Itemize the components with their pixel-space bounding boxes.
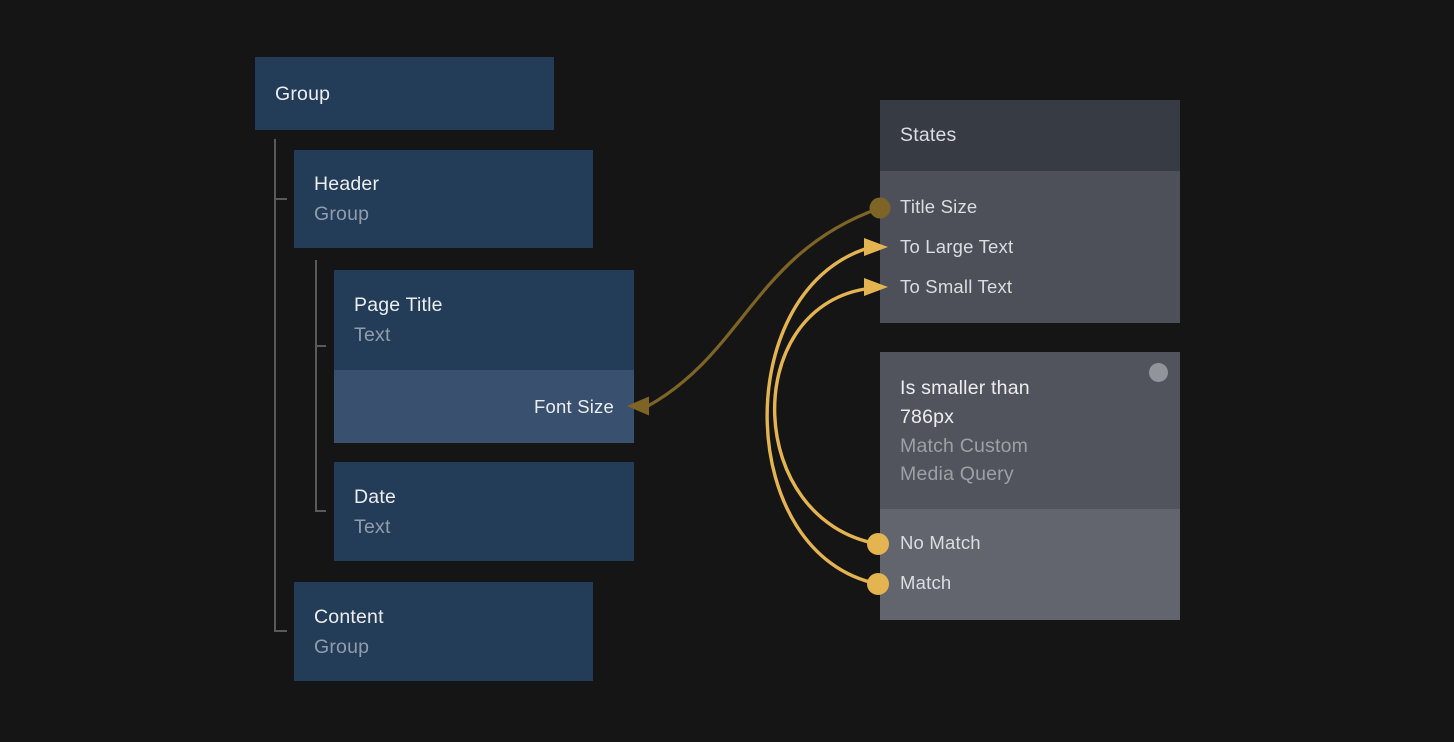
states-panel-body: Title Size To Large Text To Small Text — [880, 171, 1180, 323]
state-item-to-large-text[interactable]: To Large Text — [900, 236, 1014, 257]
output-item-no-match[interactable]: No Match — [900, 532, 981, 553]
layer-type-label: Text — [354, 324, 391, 346]
tree-connector-line — [274, 139, 276, 631]
layer-type-label: Group — [314, 635, 370, 658]
state-item-title-size[interactable]: Title Size — [900, 196, 978, 217]
output-item-match[interactable]: Match — [900, 572, 952, 593]
connection-port-dot[interactable] — [1148, 362, 1168, 382]
media-query-title-line: 786px — [900, 406, 955, 428]
layer-node-group[interactable]: Group — [255, 57, 554, 130]
layer-node-content[interactable]: Content Group — [294, 582, 593, 681]
layer-node-header[interactable]: Header Group — [294, 150, 593, 248]
media-query-outputs: No Match Match — [880, 509, 1180, 620]
states-panel: States Title Size To Large Text To Small… — [880, 100, 1180, 323]
tree-connector-line — [315, 260, 317, 511]
layer-node-date[interactable]: Date Text — [334, 462, 634, 561]
property-row-font-size[interactable]: Font Size — [334, 370, 634, 443]
tree-connector-tick — [274, 630, 287, 632]
wire-title-size-to-font-size — [647, 206, 881, 408]
layer-type-label: Group — [314, 203, 370, 225]
tree-connector-tick — [274, 198, 287, 200]
states-panel-header: States — [880, 100, 1180, 171]
layer-title: Content — [314, 605, 384, 628]
layer-title: Group — [275, 82, 331, 105]
media-query-type-line: Match Custom — [900, 435, 1029, 457]
tree-connector-tick — [315, 345, 326, 347]
state-item-to-small-text[interactable]: To Small Text — [900, 276, 1013, 297]
layer-title: Header — [314, 173, 380, 195]
media-query-node[interactable]: Is smaller than 786px Match Custom Media… — [880, 352, 1180, 620]
layer-title: Page Title — [354, 294, 443, 316]
tree-connector-tick — [315, 510, 326, 512]
layer-title: Date — [354, 485, 396, 508]
media-query-header: Is smaller than 786px Match Custom Media… — [880, 352, 1180, 509]
media-query-title-line: Is smaller than — [900, 377, 1030, 399]
states-panel-title: States — [900, 124, 957, 146]
layer-node-page-title[interactable]: Page Title Text — [334, 270, 634, 370]
property-label: Font Size — [534, 395, 614, 417]
layer-type-label: Text — [354, 515, 391, 538]
wire-no-match-to-small-text — [773, 287, 879, 546]
wire-match-to-large-text — [765, 247, 879, 586]
media-query-type-line: Media Query — [900, 463, 1014, 485]
